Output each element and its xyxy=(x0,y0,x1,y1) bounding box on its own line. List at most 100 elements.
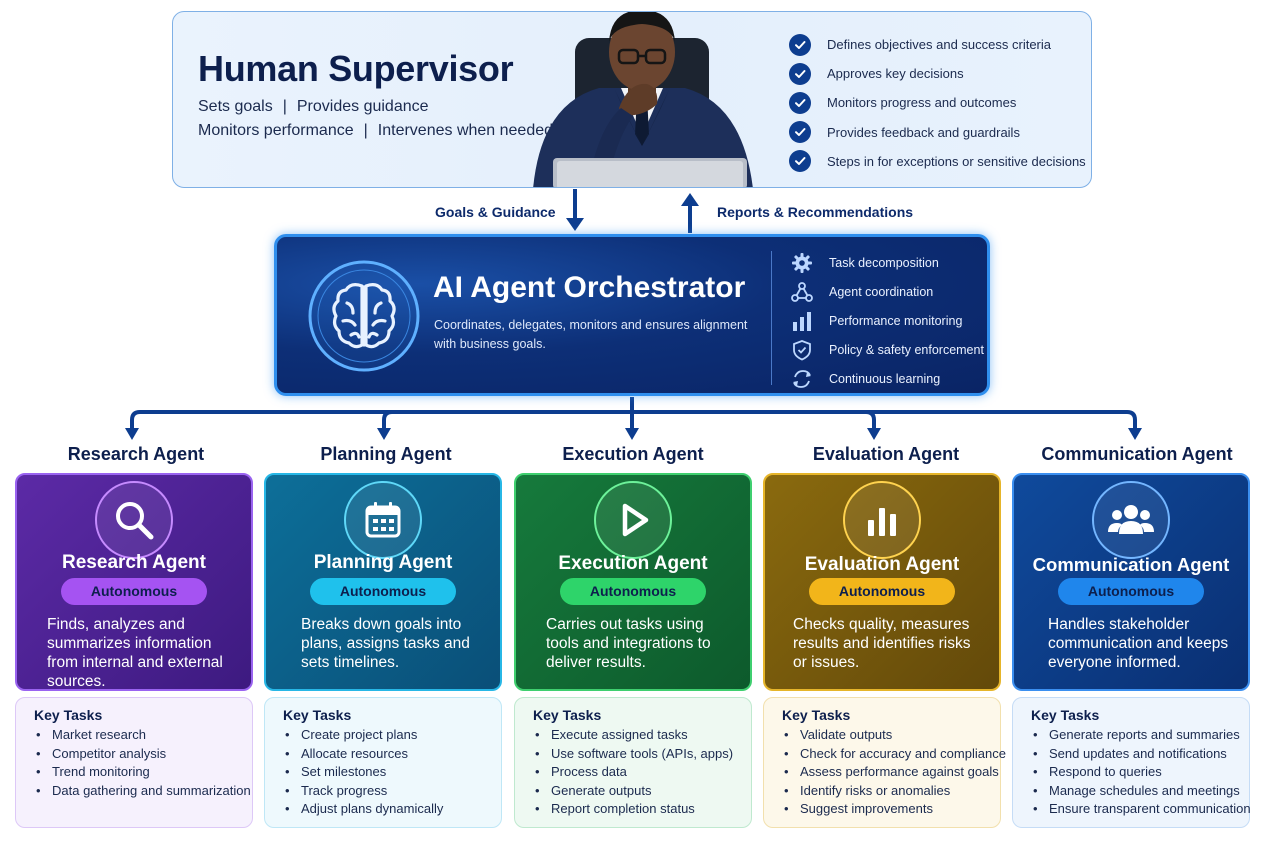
research-agent-key-tasks: Key Tasks Market research Competitor ana… xyxy=(15,697,253,828)
gear-icon xyxy=(789,252,815,274)
agent-tree-connector xyxy=(130,397,1137,430)
task-item: Validate outputs xyxy=(782,726,1000,745)
task-item: Respond to queries xyxy=(1031,763,1249,782)
communication-agent-autonomous-badge: Autonomous xyxy=(1058,578,1204,605)
task-item: Manage schedules and meetings xyxy=(1031,782,1249,801)
communication-agent-heading: Communication Agent xyxy=(1041,444,1233,464)
checklist-text: Steps in for exceptions or sensitive dec… xyxy=(827,153,1086,169)
key-tasks-title: Key Tasks xyxy=(533,707,602,723)
key-tasks-list: Validate outputs Check for accuracy and … xyxy=(782,726,1006,819)
planning-agent-key-tasks: Key Tasks Create project plans Allocate … xyxy=(264,697,502,828)
role-sets-goals: Sets goals xyxy=(198,98,273,115)
tree-arrowheads xyxy=(125,428,1142,440)
evaluation-agent-description: Checks quality, measures results and ide… xyxy=(793,616,971,671)
evaluation-agent-name: Evaluation Agent xyxy=(804,554,960,575)
supervisor-title: Human Supervisor xyxy=(198,48,514,89)
checklist-item: Steps in for exceptions or sensitive dec… xyxy=(789,147,1089,176)
task-item: Data gathering and summarization xyxy=(34,782,252,801)
role-monitors-performance: Monitors performance xyxy=(198,122,354,139)
key-tasks-title: Key Tasks xyxy=(34,707,103,723)
bar-chart-icon xyxy=(789,310,815,332)
checklist-item: Approves key decisions xyxy=(789,59,1089,88)
supervisor-person-illustration xyxy=(533,12,753,187)
research-agent-autonomous-badge: Autonomous xyxy=(61,578,207,605)
task-item: Execute assigned tasks xyxy=(533,726,751,745)
orchestrator-divider xyxy=(771,251,772,385)
key-tasks-title: Key Tasks xyxy=(1031,707,1100,723)
task-item: Generate outputs xyxy=(533,782,751,801)
research-agent-description: Finds, analyzes and summarizes informati… xyxy=(47,616,223,690)
role-separator: | xyxy=(282,98,287,115)
cycle-icon xyxy=(789,368,815,390)
supervisor-checklist: Defines objectives and success criteria … xyxy=(789,30,1089,176)
checklist-item: Provides feedback and guardrails xyxy=(789,118,1089,147)
planning-agent-heading: Planning Agent xyxy=(320,444,452,464)
orchestrator-description: Coordinates, delegates, monitors and ens… xyxy=(434,318,748,351)
communication-agent-name: Communication Agent xyxy=(1032,554,1230,575)
task-item: Assess performance against goals xyxy=(782,763,1000,782)
task-item: Suggest improvements xyxy=(782,800,1000,819)
evaluation-agent-autonomous-badge: Autonomous xyxy=(809,578,955,605)
planning-agent-name: Planning Agent xyxy=(313,552,453,573)
key-tasks-list: Execute assigned tasks Use software tool… xyxy=(533,726,751,819)
check-icon xyxy=(789,33,811,56)
task-item: Generate reports and summaries xyxy=(1031,726,1249,745)
communication-agent-card: Communication Agent Autonomous Handles s… xyxy=(1012,473,1250,691)
task-item: Market research xyxy=(34,726,252,745)
capability-agent-coordination: Agent coordination xyxy=(789,277,987,306)
checklist-text: Approves key decisions xyxy=(827,66,964,82)
research-agent-name: Research Agent xyxy=(62,552,206,573)
capability-continuous-learning: Continuous learning xyxy=(789,364,987,393)
task-item: Send updates and notifications xyxy=(1031,745,1249,764)
goals-arrow xyxy=(566,189,584,231)
checklist-text: Defines objectives and success criteria xyxy=(827,37,1051,53)
goals-guidance-label: Goals & Guidance xyxy=(435,204,556,220)
check-icon xyxy=(789,91,811,114)
capability-label: Policy & safety enforcement xyxy=(829,342,984,357)
capability-label: Continuous learning xyxy=(829,371,941,386)
key-tasks-list: Create project plans Allocate resources … xyxy=(283,726,501,819)
task-item: Report completion status xyxy=(533,800,751,819)
play-icon xyxy=(594,481,672,559)
task-item: Identify risks or anomalies xyxy=(782,782,1000,801)
capability-policy-safety: Policy & safety enforcement xyxy=(789,335,987,364)
task-item: Check for accuracy and compliance xyxy=(782,745,1006,764)
orchestrator-capabilities: Task decomposition Agent coordination Pe… xyxy=(789,248,987,393)
task-item: Create project plans xyxy=(283,726,501,745)
capability-performance-monitoring: Performance monitoring xyxy=(789,306,987,335)
execution-agent-description: Carries out tasks using tools and integr… xyxy=(546,616,711,671)
check-icon xyxy=(789,150,811,173)
checklist-text: Monitors progress and outcomes xyxy=(827,95,1017,111)
task-item: Use software tools (APIs, apps) xyxy=(533,745,751,764)
task-item: Allocate resources xyxy=(283,745,501,764)
shield-icon xyxy=(789,339,815,361)
brain-icon xyxy=(308,260,420,372)
reports-recommendations-label: Reports & Recommendations xyxy=(717,204,914,220)
supervisor-roles-line-1: Sets goals|Provides guidance xyxy=(198,98,429,116)
search-icon xyxy=(95,481,173,559)
execution-agent-heading: Execution Agent xyxy=(562,444,704,464)
role-separator: | xyxy=(363,122,368,139)
key-tasks-title: Key Tasks xyxy=(782,707,851,723)
capability-task-decomposition: Task decomposition xyxy=(789,248,987,277)
capability-label: Performance monitoring xyxy=(829,313,963,328)
execution-agent-name: Execution Agent xyxy=(558,553,708,574)
communication-agent-key-tasks: Key Tasks Generate reports and summaries… xyxy=(1012,697,1251,828)
people-icon xyxy=(1092,481,1170,559)
evaluation-agent-card: Evaluation Agent Autonomous Checks quali… xyxy=(763,473,1001,691)
checklist-item: Defines objectives and success criteria xyxy=(789,30,1089,59)
task-item: Competitor analysis xyxy=(34,745,252,764)
task-item: Track progress xyxy=(283,782,501,801)
capability-label: Agent coordination xyxy=(829,284,934,299)
check-icon xyxy=(789,121,811,144)
planning-agent-description: Breaks down goals into plans, assigns ta… xyxy=(301,616,470,671)
checklist-text: Provides feedback and guardrails xyxy=(827,124,1020,140)
reports-arrow xyxy=(681,193,699,233)
execution-agent-autonomous-badge: Autonomous xyxy=(560,578,706,605)
task-item: Trend monitoring xyxy=(34,763,252,782)
evaluation-agent-heading: Evaluation Agent xyxy=(812,444,960,464)
check-icon xyxy=(789,62,811,85)
human-supervisor-panel: Human Supervisor Sets goals|Provides gui… xyxy=(172,11,1092,188)
execution-agent-card: Execution Agent Autonomous Carries out t… xyxy=(514,473,752,691)
checklist-item: Monitors progress and outcomes xyxy=(789,88,1089,117)
